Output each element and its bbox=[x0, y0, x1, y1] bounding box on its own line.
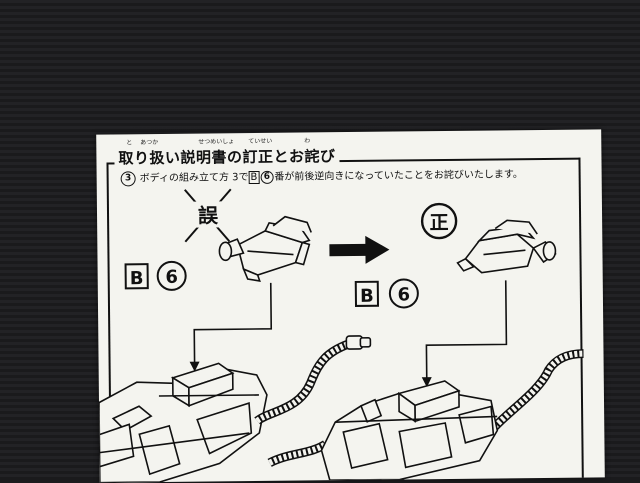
wrong-label: 誤 bbox=[198, 203, 219, 227]
correct-part-letter: B bbox=[360, 286, 374, 307]
correct-marker: 正 bbox=[420, 202, 458, 240]
assembly-illustration: 誤 B 6 正 bbox=[98, 188, 584, 483]
wrong-leader-line bbox=[193, 282, 273, 364]
correct-part-number: 6 bbox=[398, 284, 411, 305]
correct-label: 正 bbox=[430, 212, 449, 234]
wrong-part-tag: B 6 bbox=[124, 260, 187, 291]
correct-arrowhead bbox=[421, 377, 432, 388]
wrong-arrowhead bbox=[189, 361, 200, 372]
wrong-part-icon bbox=[218, 215, 312, 282]
wrong-part-number: 6 bbox=[165, 267, 178, 288]
wrong-marker: 誤 bbox=[184, 188, 232, 243]
correct-leader-line bbox=[425, 280, 508, 380]
right-mechanism bbox=[320, 380, 499, 482]
wrong-part-letter: B bbox=[130, 268, 144, 289]
left-mechanism bbox=[98, 362, 268, 483]
hose bbox=[254, 335, 584, 467]
correct-part-tag: B 6 bbox=[354, 278, 419, 309]
correct-part-icon bbox=[456, 219, 557, 274]
right-arrow-icon bbox=[329, 235, 390, 264]
